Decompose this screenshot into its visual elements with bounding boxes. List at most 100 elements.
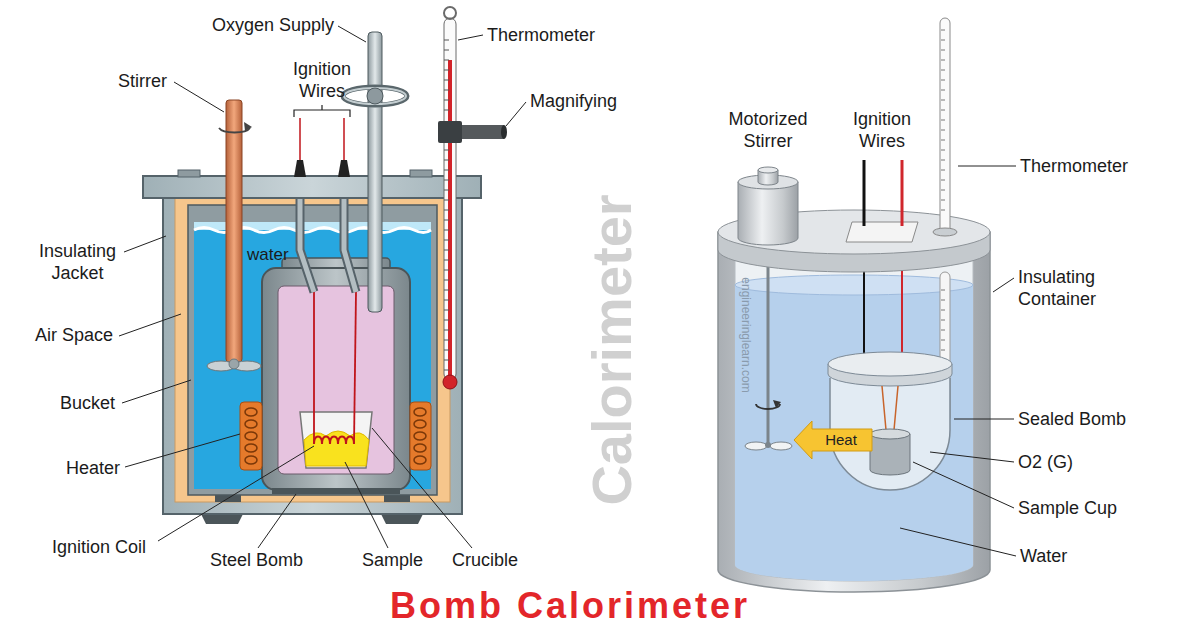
heater: [410, 402, 431, 470]
insulating-container: [718, 232, 990, 592]
part-label: Heater: [66, 457, 120, 479]
right-calorimeter: [718, 18, 1016, 592]
oxygen-pipe: [368, 32, 382, 312]
leader-line: [258, 494, 296, 548]
part-label: Water: [1020, 545, 1067, 567]
thermometer: [444, 18, 456, 380]
lid-knob: [178, 170, 200, 177]
ignition-wire: [343, 118, 345, 160]
heater-loop: [414, 408, 426, 416]
leader-line: [338, 26, 366, 42]
heater-coil: [245, 408, 257, 464]
stirrer-hub: [765, 442, 771, 448]
heater-loop: [245, 444, 257, 452]
leader-line: [122, 380, 191, 403]
leader-line: [125, 434, 240, 467]
air-space: [175, 197, 450, 502]
ignition-coil: [314, 437, 354, 445]
part-label: Stirrer: [118, 70, 167, 92]
arrow-label: Heat: [812, 431, 870, 449]
leader-line: [345, 462, 388, 548]
ignition-wire: [901, 160, 904, 226]
heater-loop: [245, 420, 257, 428]
bracket: [294, 105, 350, 117]
part-label: Air Space: [35, 324, 113, 346]
stirrer-motor: [738, 182, 798, 245]
heater-loop: [245, 456, 257, 464]
sample-cup-top: [870, 429, 910, 439]
steel-bomb-base: [272, 488, 400, 494]
stirrer-shaft: [767, 250, 770, 444]
leader-line: [930, 452, 1014, 462]
container-cavity: [735, 258, 973, 581]
jacket-lid: [143, 176, 481, 198]
rotation-arrowhead: [773, 400, 781, 408]
leader-line: [372, 428, 472, 548]
part-label: Sample Cup: [1018, 497, 1117, 519]
wire-plug: [338, 160, 350, 177]
heater-loop: [245, 408, 257, 416]
leader-line: [174, 82, 224, 112]
part-label: Magnifying: [530, 90, 617, 112]
heater-loop: [414, 420, 426, 428]
diagram-title: Bomb Calorimeter: [390, 586, 750, 626]
leader-line: [900, 528, 1016, 556]
part-label: Sealed Bomb: [1018, 408, 1126, 430]
bucket: [188, 205, 437, 495]
heater-loop: [245, 432, 257, 440]
leader-line: [506, 102, 526, 126]
leader-line: [958, 166, 1016, 167]
left-calorimeter: [119, 7, 526, 548]
leader-line: [458, 35, 483, 40]
bomb-chamber: [278, 286, 394, 474]
part-label: O2 (G): [1018, 451, 1073, 473]
heater-coil: [414, 408, 426, 464]
valve-hub: [367, 88, 383, 104]
leader-line: [119, 314, 181, 336]
thermometer-mount: [933, 228, 957, 236]
ignition-wire: [313, 292, 315, 444]
bomb-lid-top: [828, 352, 952, 376]
insulating-jacket: [163, 190, 462, 514]
leader-lines: [900, 166, 1016, 556]
magnifier-clamp: [438, 121, 462, 143]
thermometer-bulb: [443, 375, 457, 389]
motor-knob-top: [758, 167, 778, 173]
leader-line: [913, 462, 1014, 508]
stirrer-hub: [229, 359, 239, 369]
heater-loop: [414, 432, 426, 440]
part-label: Crucible: [452, 549, 518, 571]
part-label: Ignition Wires: [277, 58, 367, 102]
fuse-wire: [882, 386, 898, 430]
part-label: Steel Bomb: [210, 549, 303, 571]
thermometer-scale: [941, 30, 945, 210]
leader-line: [954, 419, 1014, 420]
crucible: [300, 412, 372, 468]
stirrer-blade: [770, 442, 792, 450]
leader-line: [158, 446, 314, 541]
watermark-text: engineeringlearn.com: [739, 277, 753, 392]
stirrer-blade: [745, 442, 767, 450]
part-label: Ignition Coil: [52, 536, 146, 558]
stirrer-rod: [226, 100, 242, 362]
terminal-plate: [846, 222, 918, 242]
wire-plug: [294, 160, 306, 177]
heater-loop: [414, 456, 426, 464]
rotation-arrowhead: [244, 122, 252, 131]
ignition-wire: [354, 292, 356, 444]
thermometer-ring: [444, 7, 456, 19]
oxygen-valve: [343, 87, 407, 105]
leader-line: [124, 236, 166, 252]
magnifier-lens: [501, 125, 507, 139]
magnifier: [462, 125, 504, 139]
sample-cup: [870, 434, 910, 475]
part-label: Thermometer: [1020, 155, 1128, 177]
part-label: Oxygen Supply: [212, 14, 334, 36]
part-label: Insulating Jacket: [30, 240, 125, 284]
part-label: Thermometer: [487, 24, 595, 46]
heat-arrow: [794, 421, 872, 459]
lid-knob: [410, 170, 432, 177]
part-label: Bucket: [60, 392, 115, 414]
watermark-text: Calorimeter: [582, 194, 642, 505]
